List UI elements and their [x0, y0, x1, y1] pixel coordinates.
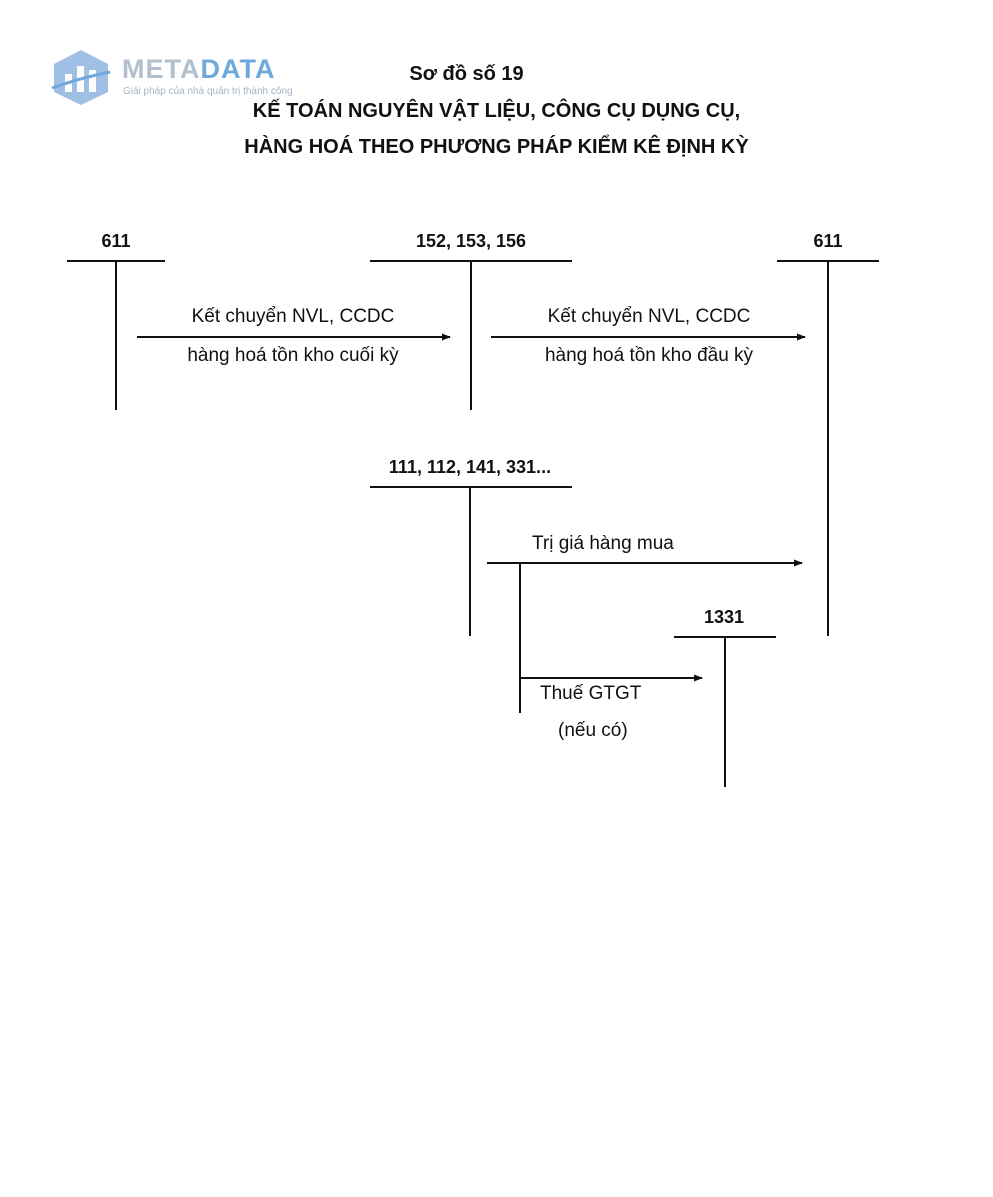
- flow-closing-line1: Kết chuyển NVL, CCDC: [191, 306, 395, 327]
- account-label-152-153-156: 152, 153, 156: [415, 231, 527, 251]
- flow-vat-line2: (nếu có): [558, 720, 628, 741]
- logo-tagline: Giải pháp của nhà quản trị thành công: [123, 86, 293, 97]
- diagram-title-line2: HÀNG HOÁ THEO PHƯƠNG PHÁP KIỂM KÊ ĐỊNH K…: [244, 136, 749, 158]
- flow-closing-line2: hàng hoá tồn kho cuối kỳ: [187, 345, 399, 366]
- flow-opening-line1: Kết chuyển NVL, CCDC: [547, 306, 751, 327]
- building-chart-icon: [51, 50, 111, 105]
- flow-opening-line2: hàng hoá tồn kho đầu kỳ: [544, 345, 754, 366]
- flow-purchase-value: Trị giá hàng mua: [532, 533, 674, 554]
- diagram-title-line1: KẾ TOÁN NGUYÊN VẬT LIỆU, CÔNG CỤ DỤNG CỤ…: [252, 100, 741, 122]
- account-label-111-112-141-331: 111, 112, 141, 331...: [388, 457, 552, 477]
- logo-wordmark: METADATA: [122, 54, 275, 85]
- diagram-number: Sơ đồ số 19: [409, 63, 524, 85]
- account-label-1331: 1331: [703, 607, 745, 627]
- logo: METADATA Giải pháp của nhà quản trị thàn…: [50, 48, 300, 108]
- account-label-611-right: 611: [813, 231, 843, 251]
- logo-word-data: DATA: [200, 54, 276, 84]
- logo-word-meta: META: [122, 54, 201, 84]
- flow-vat-line1: Thuế GTGT: [540, 683, 642, 704]
- account-label-611-left: 611: [101, 231, 131, 251]
